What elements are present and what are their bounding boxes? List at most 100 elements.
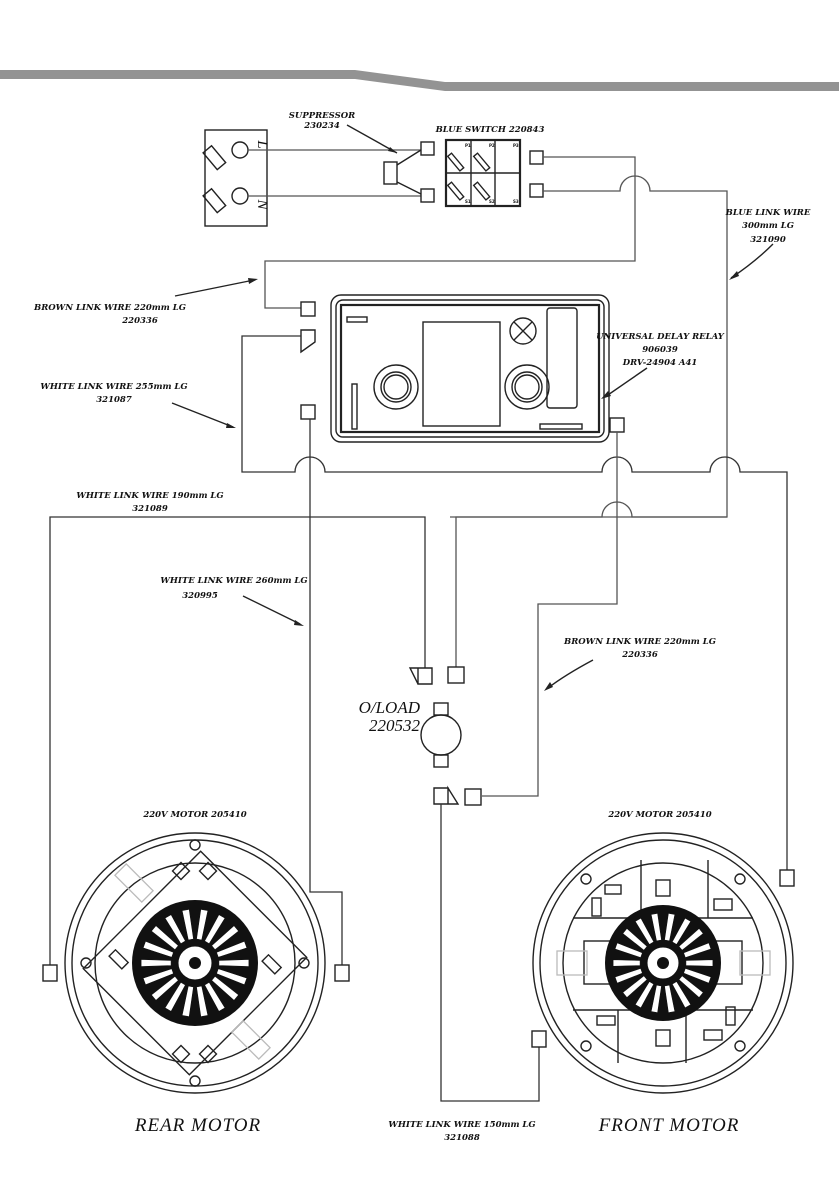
relay-terminal-1 [300, 301, 316, 317]
front-motor-title: FRONT MOTOR [598, 1115, 740, 1136]
white-wire-260-label-1: WHITE LINK WIRE 260mm LG [160, 576, 307, 586]
fan-slot [650, 912, 662, 942]
blue-wire-label-1: BLUE LINK WIRE [725, 208, 811, 218]
blue-link-wire [450, 175, 728, 518]
plug-pin-live [202, 144, 227, 171]
fan-slot [683, 968, 712, 984]
fan-slot [164, 981, 186, 1012]
oload-terminal-2 [447, 666, 465, 684]
terminal-live [231, 141, 249, 159]
front-motor-terminal-right [779, 869, 795, 887]
relay-terminal-2 [300, 329, 316, 354]
rear-motor-terminal-left [42, 964, 58, 982]
front-motor-terminal-left [531, 1030, 547, 1048]
brown-link-wire-top [264, 156, 636, 309]
white-link-wire-190 [49, 516, 426, 965]
fan-slot [142, 940, 174, 958]
white-wire-255-label-2: 321087 [96, 395, 132, 405]
relay-terminal-3 [300, 404, 316, 420]
fan-slot [204, 914, 226, 945]
blue-wire-label-3: 321090 [750, 235, 786, 245]
fan-slot [211, 925, 240, 951]
header-band [0, 70, 839, 91]
blue-switch: BLUE SWITCH 220843 P1 P2 P3 S1 S2 S3 [435, 125, 545, 208]
oload-terminal-4 [464, 788, 482, 806]
fan-slot [196, 985, 209, 1018]
fan-slot [150, 975, 179, 1001]
fan-slot [678, 975, 704, 999]
white-link-wire-255 [241, 335, 788, 870]
white-wire-150-label-2: 321088 [444, 1133, 480, 1143]
white-link-wire-260 [309, 419, 343, 965]
fan-slot [614, 968, 643, 984]
white-wire-190-label-1: WHITE LINK WIRE 190mm LG [76, 491, 223, 501]
switch-out-terminal-2 [529, 183, 544, 198]
front-fan-blades [612, 912, 714, 1014]
rear-motor-spec: 220V MOTOR 205410 [142, 810, 246, 820]
rear-motor-title: REAR MOTOR [134, 1115, 261, 1136]
neutral-label: N [254, 198, 270, 210]
switch-mark-s3: S3 [513, 199, 519, 204]
fan-slot [622, 927, 648, 951]
relay-model: DRV-24904 A41 [622, 358, 698, 368]
relay-part: 906039 [642, 345, 678, 355]
terminal-neutral [231, 187, 249, 205]
front-motor-spec: 220V MOTOR 205410 [607, 810, 711, 820]
white-wire-255-label-1: WHITE LINK WIRE 255mm LG [40, 382, 187, 392]
mains-plug: L N [202, 129, 270, 227]
switch-mark-p2: P2 [489, 143, 495, 148]
oload-terminal-3 [433, 785, 460, 805]
live-label: L [254, 139, 270, 149]
plug-pin-neutral [202, 187, 227, 214]
switch-in-terminal-1 [420, 141, 435, 156]
white-link-wire-150 [440, 804, 540, 1102]
header-stripe [0, 70, 839, 91]
fan-slot [196, 908, 209, 941]
suppressor-part: 230234 [303, 121, 340, 131]
rear-fan-blades [140, 908, 250, 1018]
blue-switch-label: BLUE SWITCH 220843 [435, 125, 545, 135]
fan-slot [612, 959, 641, 967]
fan-slot [664, 984, 676, 1014]
universal-delay-relay: UNIVERSAL DELAY RELAY 906039 DRV-24904 A… [330, 294, 725, 443]
fan-slot [678, 927, 704, 951]
relay-output-wire [482, 432, 618, 797]
fan-slot [211, 975, 240, 1001]
blue-wire-label-2: 300mm LG [742, 221, 794, 231]
switch-out-terminal-1 [529, 150, 544, 165]
white-wire-150-label-1: WHITE LINK WIRE 150mm LG [388, 1120, 535, 1130]
fan-slot [218, 959, 250, 967]
fan-slot [664, 912, 676, 942]
fan-slot [671, 917, 692, 945]
fan-slot [216, 968, 248, 986]
fan-slot [150, 925, 179, 951]
fan-slot [622, 975, 648, 999]
white-wire-190-label-2: 321089 [132, 504, 168, 514]
brown-wire-top-label-2: 220336 [121, 316, 158, 326]
brown-wire-top-label-1: BROWN LINK WIRE 220mm LG [33, 303, 186, 313]
switch-mark-p3: P3 [513, 143, 519, 148]
suppressor: SUPPRESSOR 230234 [289, 111, 422, 195]
fan-slot [142, 968, 174, 986]
fan-slot [181, 908, 194, 941]
fan-slot [140, 959, 172, 967]
rear-motor-terminal-right [334, 964, 350, 982]
brown-wire-bottom-label-1: BROWN LINK WIRE 220mm LG [563, 637, 716, 647]
rear-motor: 220V MOTOR 205410 REAR MOTOR [64, 810, 326, 1136]
fan-slot [181, 985, 194, 1018]
switch-mark-s1: S1 [465, 199, 471, 204]
white-wire-260-label-2: 320995 [182, 591, 218, 601]
switch-mark-p1: P1 [465, 143, 471, 148]
oload-terminal-1 [408, 667, 433, 685]
overload-protector: O/LOAD 220532 [359, 666, 482, 806]
oload-name: O/LOAD [359, 698, 421, 717]
oload-part: 220532 [369, 716, 421, 735]
fan-slot [164, 914, 186, 945]
fan-slot [204, 981, 226, 1012]
front-motor: 220V MOTOR 205410 FRONT MOTOR [532, 810, 794, 1136]
fan-slot [614, 942, 643, 958]
fan-slot [683, 942, 712, 958]
relay-terminal-4 [609, 417, 625, 433]
switch-in-terminal-2 [420, 188, 435, 203]
